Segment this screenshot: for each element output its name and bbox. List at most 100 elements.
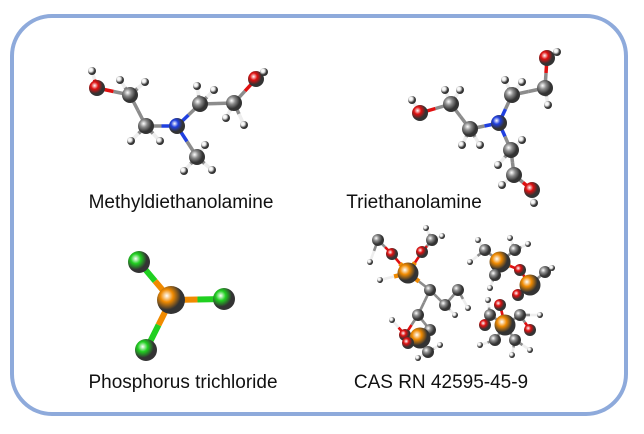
carbon-atom (226, 95, 242, 111)
hydrogen-atom (458, 141, 466, 149)
oxygen-atom (539, 50, 555, 66)
phosphorus-atom (409, 327, 431, 349)
hydrogen-atom (518, 78, 526, 86)
phosphorus-atom (494, 314, 516, 336)
carbon-atom (424, 284, 436, 296)
hydrogen-atom (441, 86, 449, 94)
hydrogen-atom (367, 259, 373, 265)
hydrogen-atom (141, 78, 149, 86)
hydrogen-atom (485, 297, 491, 303)
hydrogen-atom (525, 241, 531, 247)
hydrogen-atom (456, 86, 464, 94)
chlorine-atom (213, 288, 235, 310)
hydrogen-atom (193, 82, 201, 90)
carbon-atom (439, 299, 451, 311)
carbon-atom (462, 121, 478, 137)
carbon-atom (484, 309, 496, 321)
carbon-atom (509, 334, 521, 346)
phosphorus-atom (157, 286, 185, 314)
carbon-atom (489, 269, 501, 281)
carbon-atom (443, 96, 459, 112)
carbon-atom (138, 118, 154, 134)
hydrogen-atom (201, 141, 209, 149)
hydrogen-atom (498, 181, 506, 189)
hydrogen-atom (127, 137, 135, 145)
carbon-atom (122, 87, 138, 103)
hydrogen-atom (537, 312, 543, 318)
hydrogen-atom (180, 167, 188, 175)
hydrogen-atom (476, 141, 484, 149)
nitrogen-atom (169, 118, 185, 134)
hydrogen-atom (88, 67, 96, 75)
hydrogen-atom (549, 265, 555, 271)
hydrogen-atom (530, 199, 538, 207)
oxygen-atom (386, 248, 398, 260)
nitrogen-atom (491, 115, 507, 131)
hydrogen-atom (507, 235, 513, 241)
hydrogen-atom (116, 76, 124, 84)
hydrogen-atom (210, 86, 218, 94)
hydrogen-atom (553, 48, 561, 56)
oxygen-atom (89, 80, 105, 96)
carbon-atom (452, 284, 464, 296)
label-phosphorus-trichloride: Phosphorus trichloride (88, 372, 278, 393)
hydrogen-atom (465, 305, 471, 311)
hydrogen-atom (509, 352, 515, 358)
oxygen-atom (514, 264, 526, 276)
label-methyldiethanolamine: Methyldiethanolamine (88, 192, 274, 213)
hydrogen-atom (240, 121, 248, 129)
phosphorus-atom (397, 262, 419, 284)
oxygen-atom (494, 299, 506, 311)
hydrogen-atom (260, 68, 268, 76)
oxygen-atom (416, 246, 428, 258)
carbon-atom (479, 244, 491, 256)
carbon-atom (426, 234, 438, 246)
oxygen-atom (524, 182, 540, 198)
carbon-atom (422, 346, 434, 358)
hydrogen-atom (437, 342, 443, 348)
carbon-atom (514, 309, 526, 321)
label-cas-rn: CAS RN 42595-45-9 (353, 372, 529, 393)
hydrogen-atom (527, 347, 533, 353)
hydrogen-atom (518, 136, 526, 144)
carbon-atom (509, 244, 521, 256)
carbon-atom (503, 142, 519, 158)
oxygen-atom (512, 289, 524, 301)
carbon-atom (506, 167, 522, 183)
hydrogen-atom (452, 312, 458, 318)
carbon-atom (189, 149, 205, 165)
label-triethanolamine: Triethanolamine (346, 192, 482, 213)
phosphorus-atom (489, 251, 511, 273)
carbon-atom (539, 266, 551, 278)
hydrogen-atom (408, 96, 416, 104)
hydrogen-atom (475, 237, 481, 243)
hydrogen-atom (208, 166, 216, 174)
carbon-atom (489, 334, 501, 346)
hydrogen-atom (415, 355, 421, 361)
hydrogen-atom (377, 277, 383, 283)
hydrogen-atom (467, 259, 473, 265)
hydrogen-atom (487, 285, 493, 291)
hydrogen-atom (389, 317, 395, 323)
carbon-atom (504, 87, 520, 103)
oxygen-atom (248, 71, 264, 87)
phosphorus-atom (519, 274, 541, 296)
oxygen-atom (479, 319, 491, 331)
chlorine-atom (135, 339, 157, 361)
carbon-atom (372, 234, 384, 246)
hydrogen-atom (439, 233, 445, 239)
hydrogen-atom (501, 76, 509, 84)
carbon-atom (192, 96, 208, 112)
hydrogen-atom (494, 161, 502, 169)
oxygen-atom (412, 105, 428, 121)
diagram-frame (10, 14, 628, 416)
carbon-atom (537, 80, 553, 96)
oxygen-atom (402, 337, 414, 349)
hydrogen-atom (423, 225, 429, 231)
hydrogen-atom (156, 137, 164, 145)
hydrogen-atom (477, 342, 483, 348)
chlorine-atom (128, 251, 150, 273)
hydrogen-atom (544, 101, 552, 109)
oxygen-atom (524, 324, 536, 336)
